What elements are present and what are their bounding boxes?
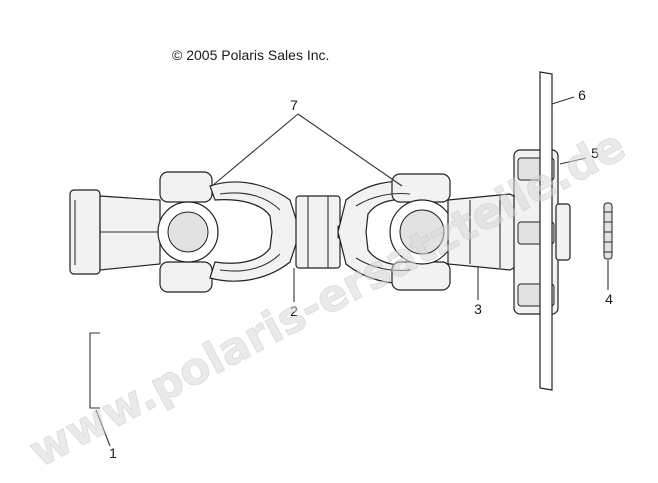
callout-3: 3 bbox=[474, 301, 482, 317]
callout-4: 4 bbox=[605, 291, 613, 307]
spring-pin bbox=[603, 202, 613, 260]
left-tube-stub bbox=[69, 189, 161, 275]
callout-6: 6 bbox=[578, 87, 586, 103]
callout-2: 2 bbox=[290, 303, 298, 319]
callout-5: 5 bbox=[591, 145, 599, 161]
mounting-plate bbox=[539, 71, 553, 391]
callout-7: 7 bbox=[290, 97, 298, 113]
copyright-notice: © 2005 Polaris Sales Inc. bbox=[172, 47, 330, 63]
right-universal-joint bbox=[337, 173, 455, 291]
leader-lines bbox=[95, 96, 609, 447]
assembly-bracket bbox=[89, 332, 100, 409]
right-output-shaft bbox=[447, 193, 521, 271]
left-universal-joint bbox=[157, 171, 301, 293]
callout-1: 1 bbox=[109, 445, 117, 461]
